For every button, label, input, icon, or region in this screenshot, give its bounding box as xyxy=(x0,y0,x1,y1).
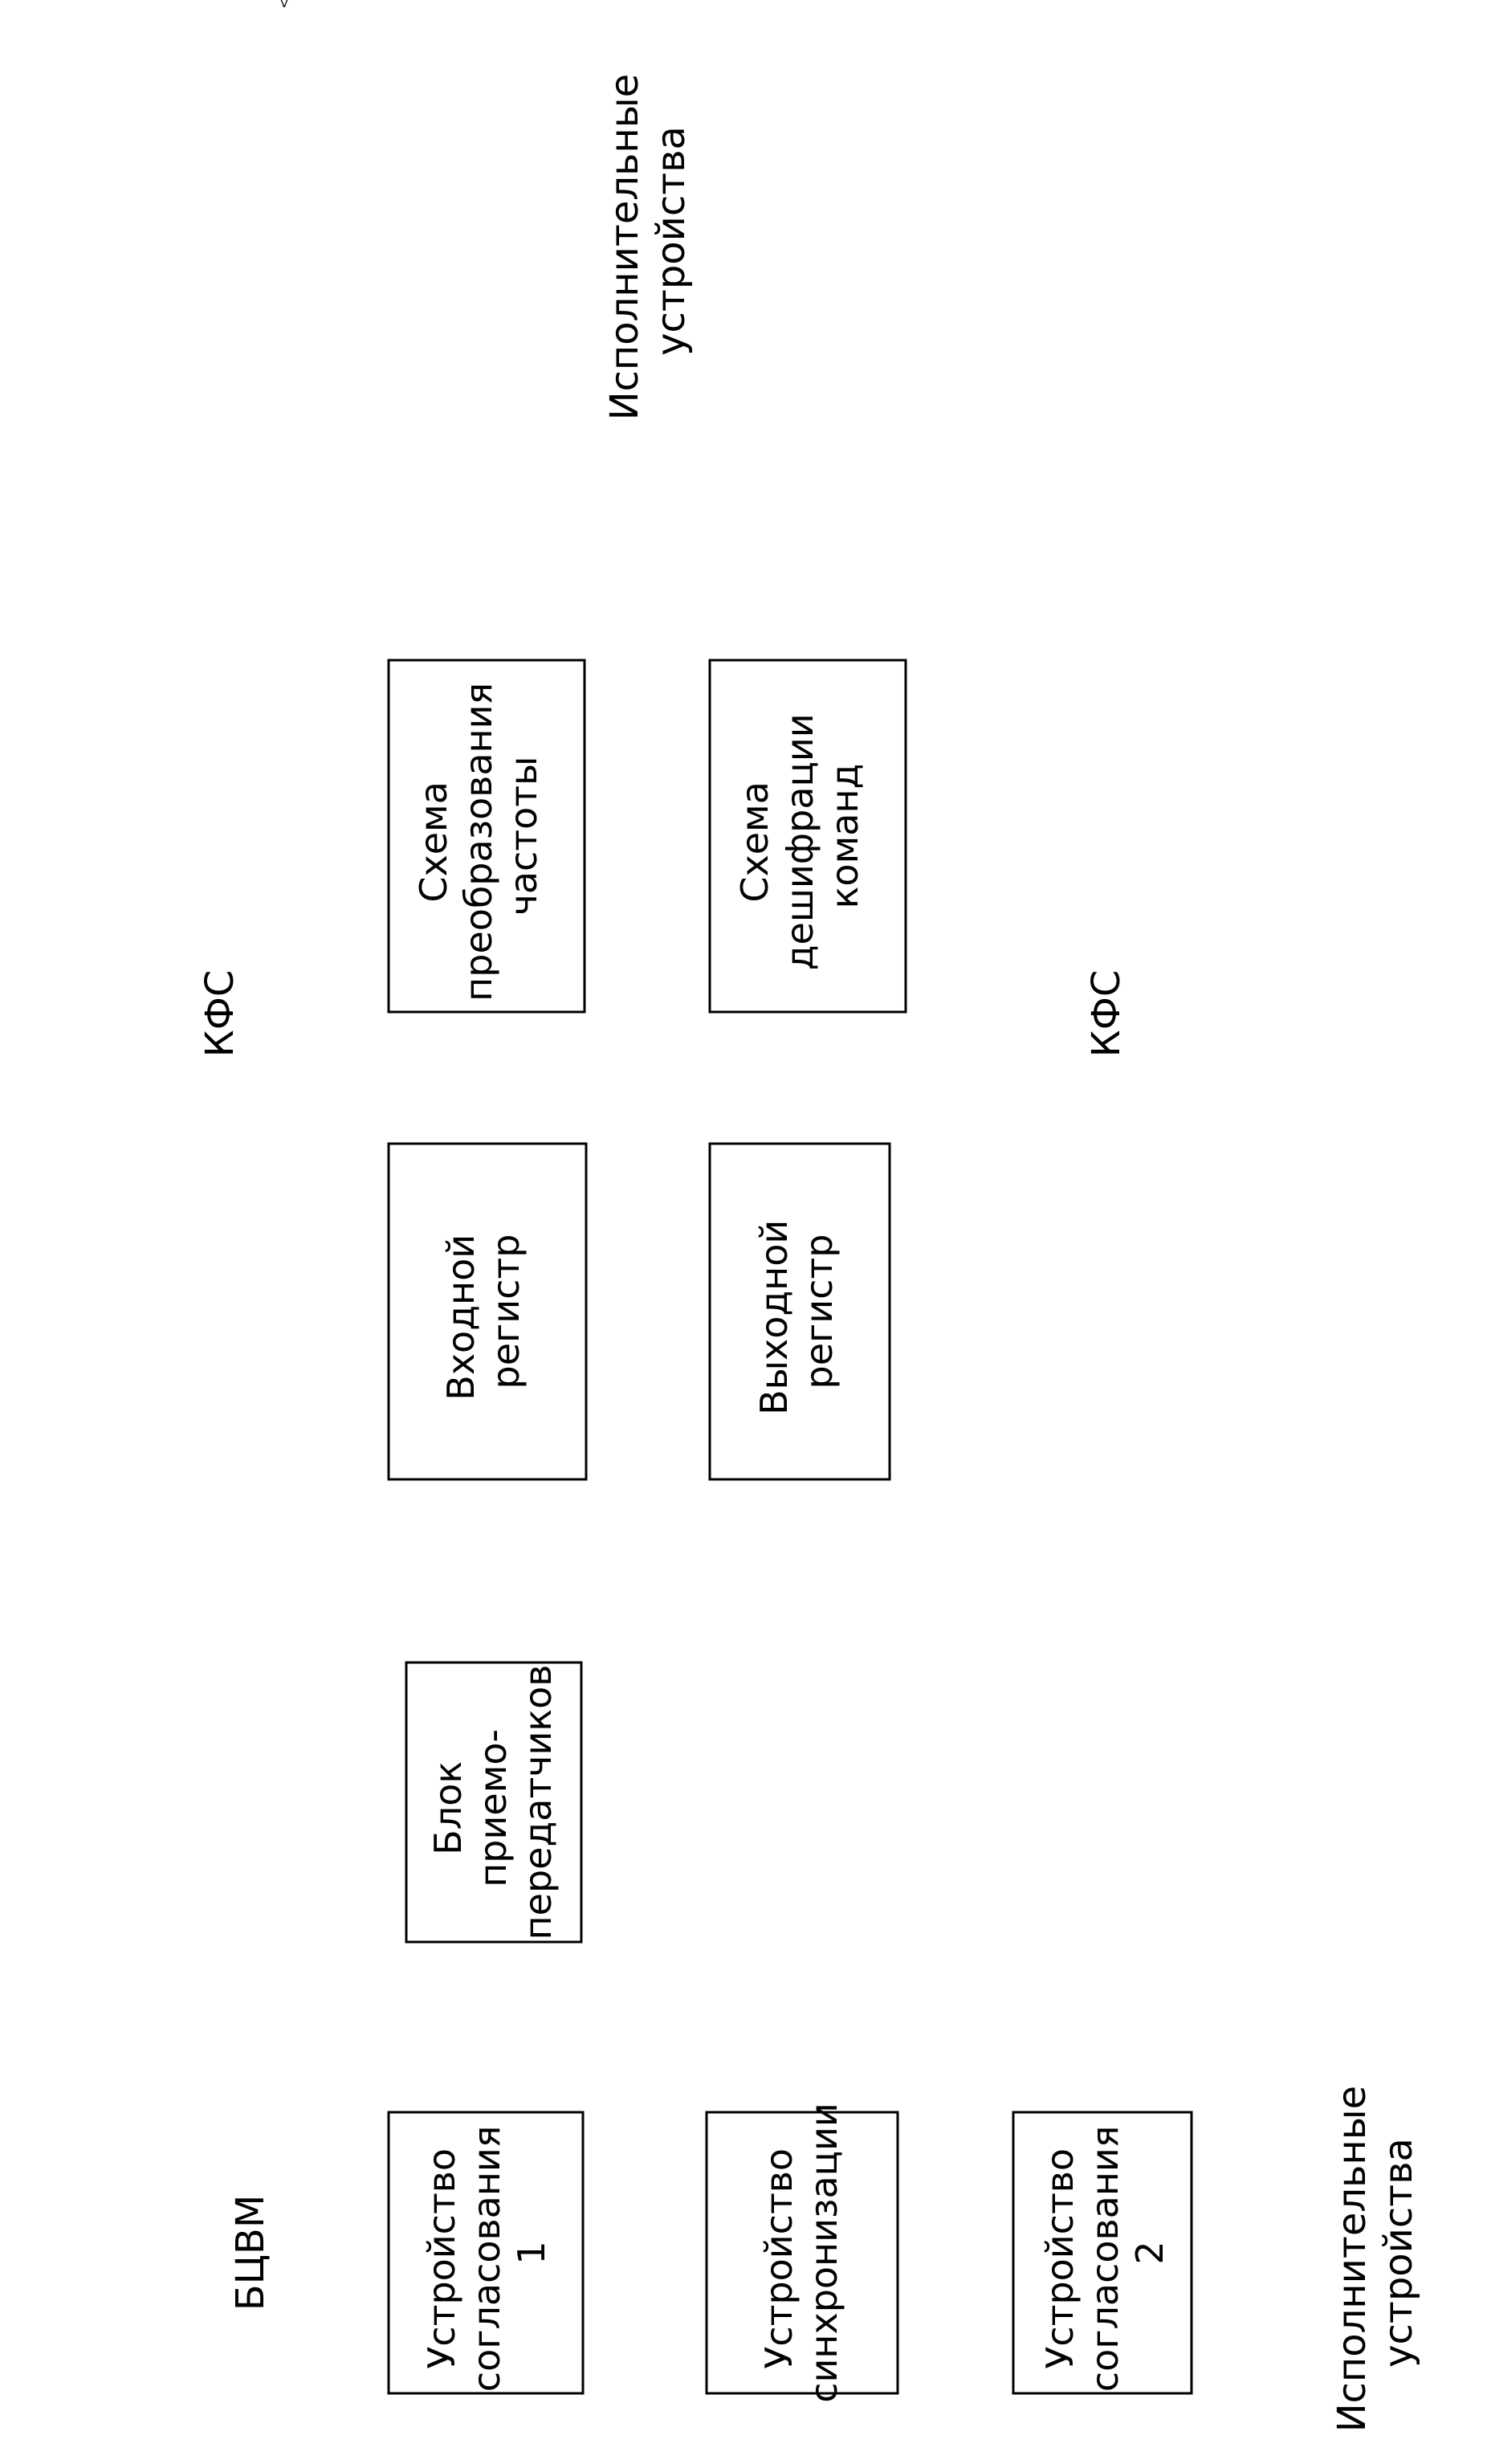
exec-devices-top-label: Исполнительные устройства xyxy=(602,62,694,421)
kfs-top-label: КФС xyxy=(198,970,242,1058)
coord2-block xyxy=(1012,2111,1193,2395)
coord2-label: Устройство согласования 2 xyxy=(1038,2114,1171,2392)
input-register-block xyxy=(387,1142,588,1481)
output-register-block xyxy=(708,1142,891,1481)
connections xyxy=(191,0,1302,6)
blocks xyxy=(387,659,1193,2395)
sync-block xyxy=(705,2111,899,2395)
transceivers-label: Блок приемо- передатчиков xyxy=(426,1665,560,1940)
cmd-decoder-block xyxy=(708,659,907,1014)
coord1-label: Устройство согласования 1 xyxy=(420,2114,553,2392)
coord1-block xyxy=(387,2111,585,2395)
cmd-decoder-label: Схема дешифрации команд xyxy=(733,702,866,971)
bcvm-label: БЦВМ xyxy=(228,2195,273,2311)
freq-converter-block xyxy=(387,659,586,1014)
output-register-label: Выходной регистр xyxy=(752,1208,841,1415)
freq-converter-label: Схема преобразования частоты xyxy=(412,671,545,1002)
exec-devices-bottom-label: Исполнительные устройства xyxy=(1330,2074,1421,2433)
block-labels: Устройство согласования 1 Устройство син… xyxy=(412,671,1171,2403)
kfs-bottom-label: КФС xyxy=(1084,970,1129,1058)
sync-label: Устройство синхронизации xyxy=(757,2103,845,2403)
external-labels: БЦВМ КФС КФС Исполнительные устройства И… xyxy=(198,62,1421,2433)
input-register-label: Входной регистр xyxy=(439,1222,528,1400)
transceivers-block xyxy=(405,1661,583,1944)
